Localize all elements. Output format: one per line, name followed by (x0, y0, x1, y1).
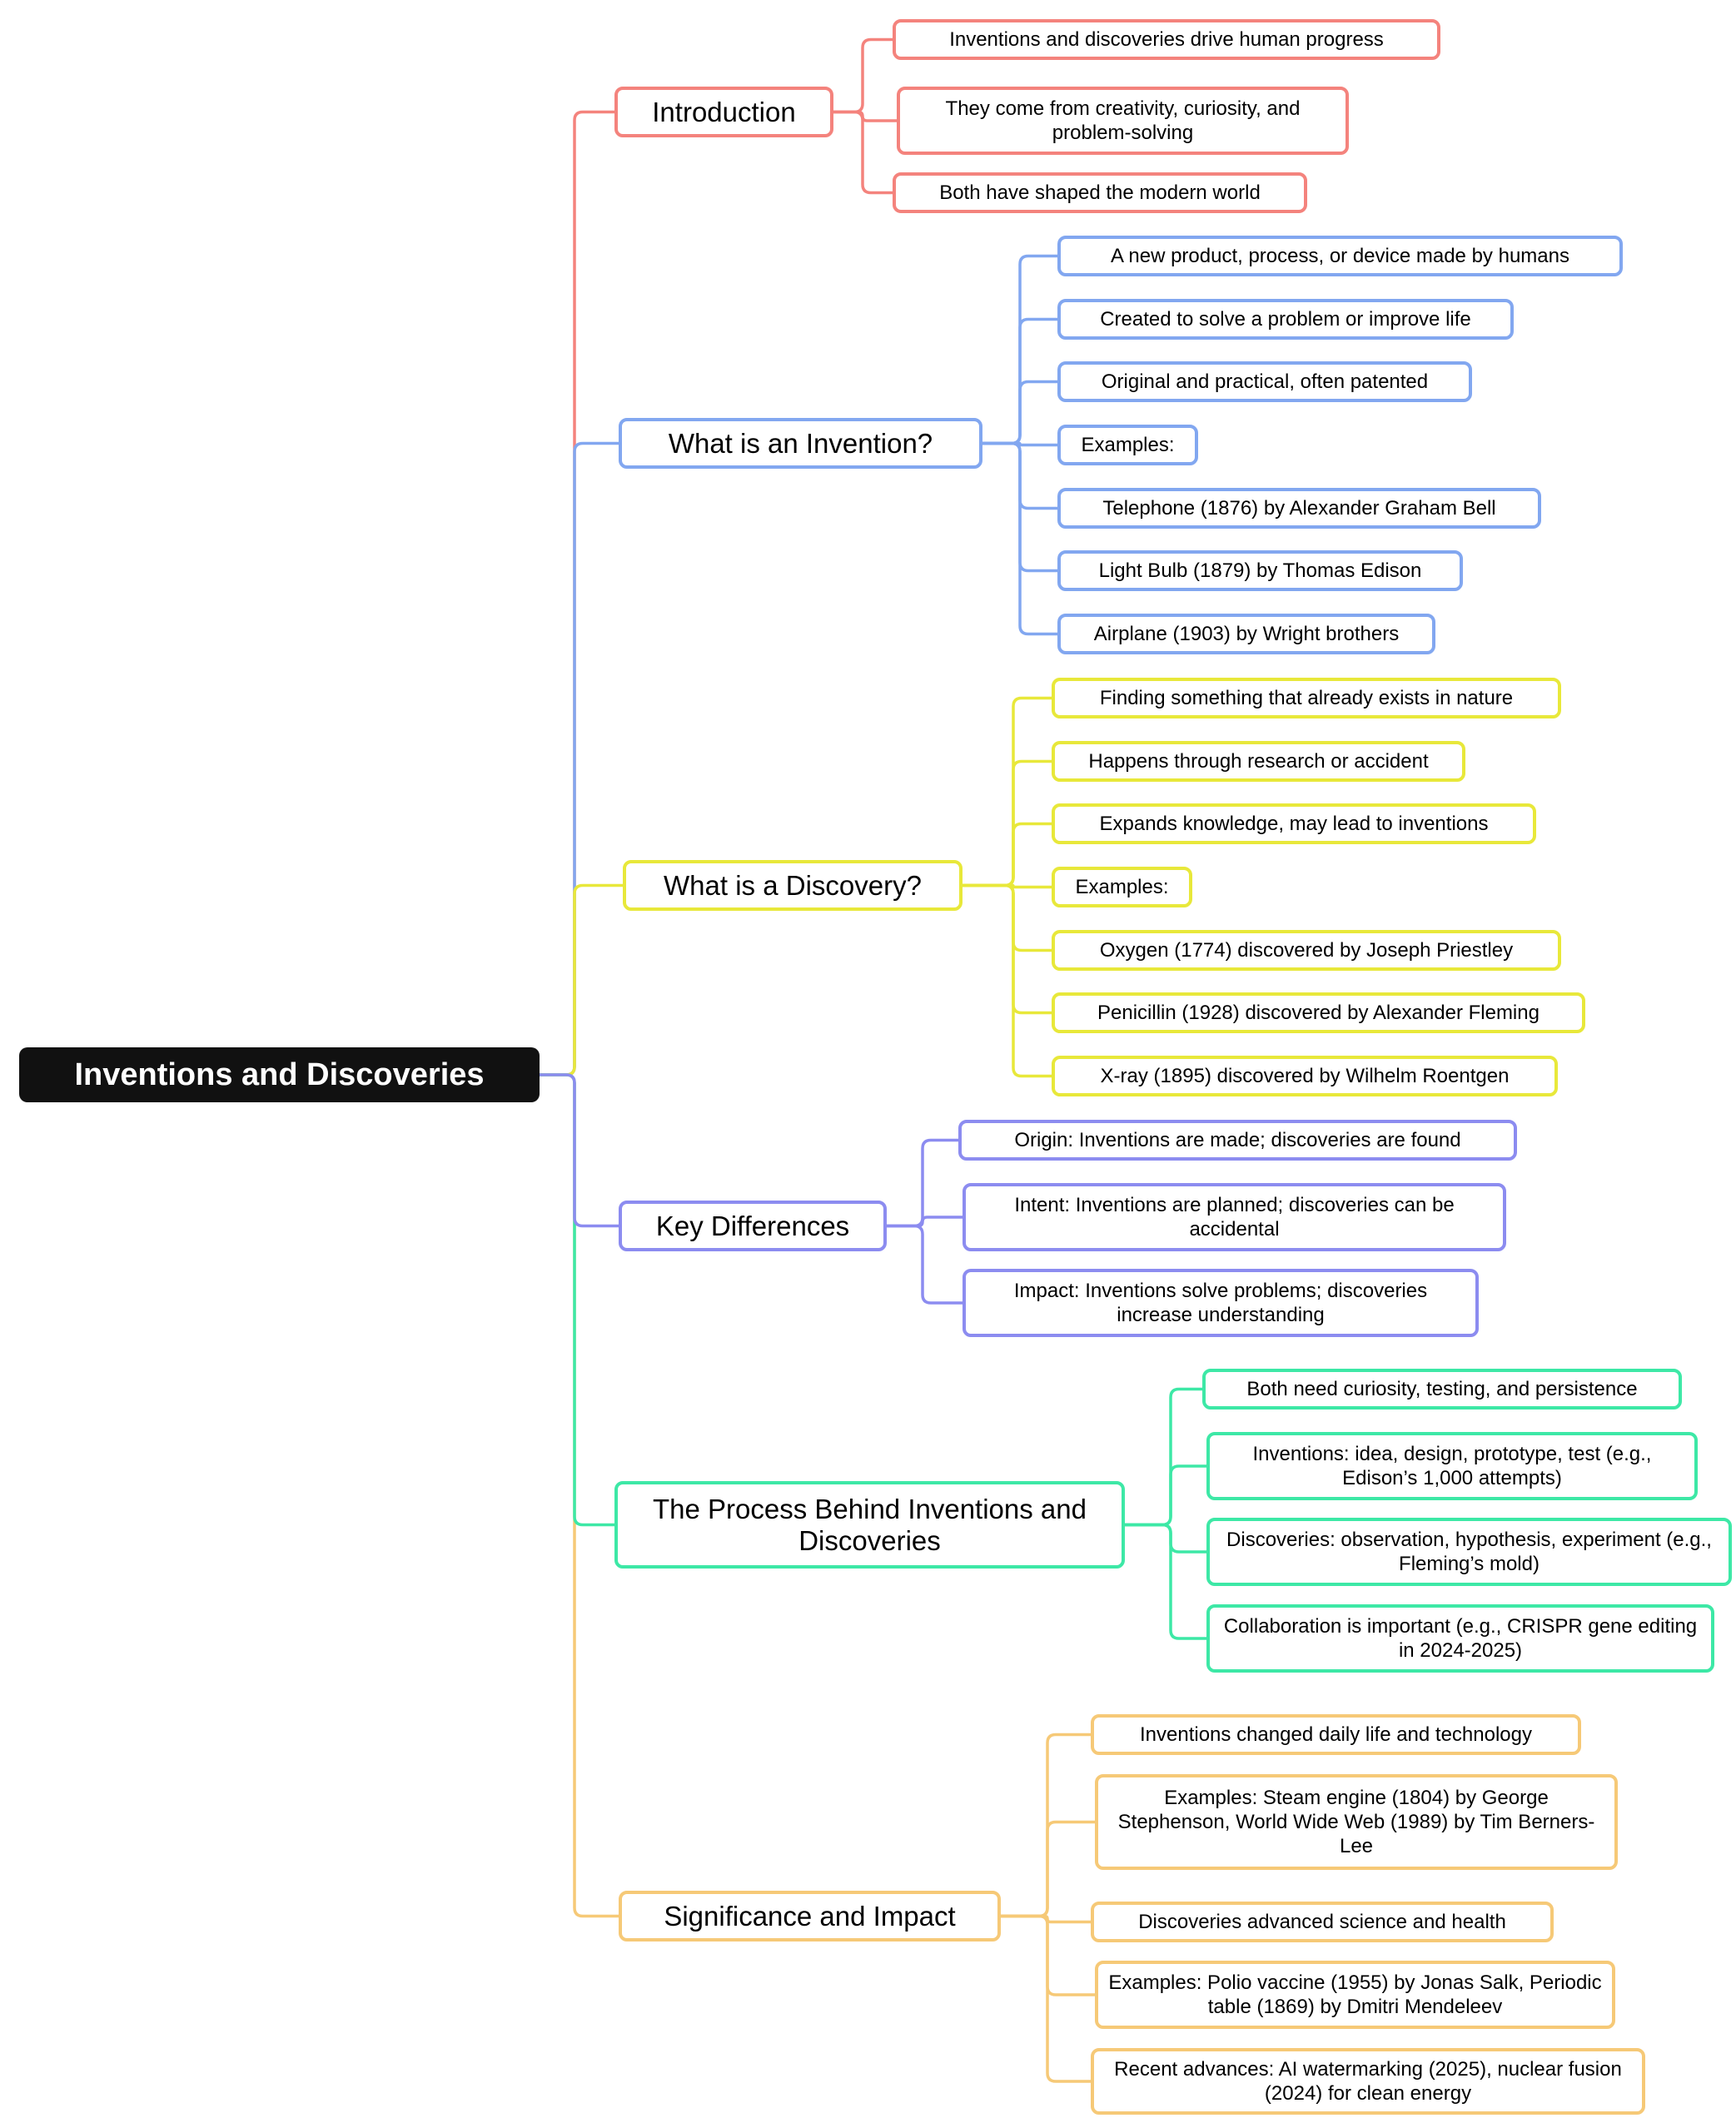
leaf-node-2-4: Oxygen (1774) discovered by Joseph Pries… (1052, 930, 1561, 971)
connector-line (961, 883, 1053, 1078)
connector-line (1123, 1464, 1208, 1527)
connector-line (961, 696, 1053, 887)
leaf-node-1-6: Airplane (1903) by Wright brothers (1057, 614, 1435, 654)
leaf-node-2-3: Examples: (1052, 867, 1192, 907)
branch-node-1: What is an Invention? (619, 418, 982, 469)
connector-line (961, 883, 1053, 889)
connector-line (538, 441, 620, 1076)
connector-line (885, 1224, 964, 1305)
root-node: Inventions and Discoveries (19, 1047, 540, 1102)
leaf-node-1-3: Examples: (1057, 425, 1198, 465)
connector-line (832, 37, 894, 114)
leaf-node-5-4: Recent advances: AI watermarking (2025),… (1091, 2048, 1645, 2115)
leaf-node-3-1: Intent: Inventions are planned; discover… (963, 1183, 1506, 1251)
leaf-node-0-0: Inventions and discoveries drive human p… (893, 19, 1440, 60)
leaf-node-0-1: They come from creativity, curiosity, an… (897, 87, 1349, 155)
connector-line (999, 1820, 1097, 1918)
leaf-node-1-0: A new product, process, or device made b… (1057, 236, 1623, 276)
connector-line (538, 1073, 616, 1527)
connector-line (538, 883, 624, 1076)
leaf-node-2-6: X-ray (1895) discovered by Wilhelm Roent… (1052, 1056, 1558, 1096)
connector-line (999, 1733, 1092, 1918)
leaf-node-4-0: Both need curiosity, testing, and persis… (1202, 1369, 1682, 1410)
connector-line (1123, 1523, 1208, 1640)
connector-line (999, 1914, 1092, 2083)
leaf-node-1-4: Telephone (1876) by Alexander Graham Bel… (1057, 488, 1541, 529)
connector-line (961, 883, 1053, 952)
leaf-node-5-0: Inventions changed daily life and techno… (1091, 1714, 1581, 1755)
leaf-node-2-2: Expands knowledge, may lead to invention… (1052, 803, 1536, 844)
leaf-node-2-0: Finding something that already exists in… (1052, 678, 1561, 718)
leaf-node-0-2: Both have shaped the modern world (893, 172, 1307, 213)
branch-node-0: Introduction (614, 87, 833, 137)
connector-line (538, 1073, 620, 1228)
connector-line (885, 1138, 960, 1228)
leaf-node-5-1: Examples: Steam engine (1804) by George … (1095, 1774, 1618, 1870)
connector-line (832, 110, 894, 195)
leaf-node-5-2: Discoveries advanced science and health (1091, 1902, 1554, 1942)
leaf-node-3-2: Impact: Inventions solve problems; disco… (963, 1269, 1479, 1337)
branch-node-5: Significance and Impact (619, 1891, 1001, 1942)
leaf-node-4-3: Collaboration is important (e.g., CRISPR… (1206, 1604, 1714, 1673)
connector-line (981, 441, 1059, 636)
connector-line (538, 110, 616, 1076)
leaf-node-1-1: Created to solve a problem or improve li… (1057, 299, 1514, 340)
leaf-node-2-1: Happens through research or accident (1052, 741, 1465, 782)
connector-line (538, 1073, 620, 1918)
connector-line (981, 380, 1059, 445)
leaf-node-4-2: Discoveries: observation, hypothesis, ex… (1206, 1518, 1732, 1586)
leaf-node-5-3: Examples: Polio vaccine (1955) by Jonas … (1095, 1961, 1615, 2029)
leaf-node-1-5: Light Bulb (1879) by Thomas Edison (1057, 550, 1463, 591)
connector-line (1123, 1523, 1208, 1554)
connector-line (961, 822, 1053, 887)
leaf-node-4-1: Inventions: idea, design, prototype, tes… (1206, 1432, 1698, 1500)
branch-node-2: What is a Discovery? (623, 860, 963, 911)
branch-node-4: The Process Behind Inventions and Discov… (614, 1481, 1125, 1569)
leaf-node-2-5: Penicillin (1928) discovered by Alexande… (1052, 992, 1585, 1033)
connector-line (981, 441, 1059, 447)
connector-line (1123, 1387, 1204, 1527)
leaf-node-1-2: Original and practical, often patented (1057, 361, 1472, 402)
branch-node-3: Key Differences (619, 1201, 887, 1251)
leaf-node-3-0: Origin: Inventions are made; discoveries… (958, 1120, 1517, 1161)
